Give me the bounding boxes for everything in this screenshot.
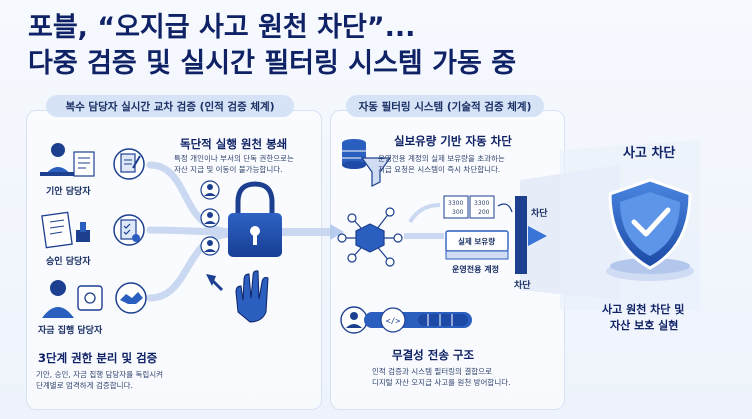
block-label-top: 차단 xyxy=(531,209,548,219)
role-label-drafter: 기안 담당자 xyxy=(46,187,91,197)
filter-header: 실보유량 기반 자동 차단 xyxy=(394,134,512,148)
block-desc-line-1: 특정 개인이나 부서의 단독 권한으로는 xyxy=(174,154,294,163)
accident-block-header: 사고 차단 xyxy=(623,146,676,161)
bottom-header: 3단계 권한 분리 및 검증 xyxy=(38,351,158,365)
bottom-desc-line-2: 단계별로 엄격하게 검증합니다. xyxy=(36,381,133,390)
team-person-icon-1 xyxy=(200,180,220,200)
block-label-bottom: 차단 xyxy=(514,281,531,291)
holding-box xyxy=(445,230,509,260)
bottom-description: 기안, 승인, 자금 집행 담당자를 독립시켜 단계별로 엄격하게 검증합니다. xyxy=(36,369,163,391)
padlock-icon xyxy=(228,181,282,257)
integrity-description: 인적 검증과 시스템 필터링의 결합으로 디지털 자산 오지급 사고를 원천 방… xyxy=(372,366,511,388)
block-header: 독단적 실행 원천 봉쇄 xyxy=(180,137,288,151)
barrier-icon xyxy=(497,196,547,274)
auto-filter-pill: 자동 필터링 시스템 (기술적 검증 체계) xyxy=(346,95,544,117)
network-hub-icon xyxy=(337,207,403,267)
doc-value-1b: 300 xyxy=(452,209,464,216)
doc-value-2a: 3300 xyxy=(474,200,490,207)
doc-value-1a: 3300 xyxy=(448,200,464,207)
team-person-icon-3 xyxy=(200,236,220,256)
human-verification-pill: 복수 담당자 실시간 교차 검증 (인적 검증 체계) xyxy=(46,95,294,117)
svg-text:</>: </> xyxy=(386,317,401,326)
approval-checklist-icon xyxy=(113,214,145,246)
integrity-desc-line-2: 디지털 자산 오지급 사고를 원천 방어합니다. xyxy=(372,378,511,387)
filter-funnel-icon xyxy=(360,157,392,187)
draft-document-icon xyxy=(113,148,145,180)
integrity-pipe-icon: </> xyxy=(340,306,472,334)
handshake-icon xyxy=(115,282,147,314)
filter-desc-line-2: 지급 요청은 시스템이 즉시 차단합니다. xyxy=(378,165,501,174)
holding-label: 실제 보유량 xyxy=(458,237,496,246)
drafter-person-icon xyxy=(40,143,95,177)
request-document-2 xyxy=(469,195,495,219)
title-line-2: 다중 검증 및 실시간 필터링 시스템 가동 중 xyxy=(28,48,517,79)
role-label-approver: 승인 담당자 xyxy=(46,257,91,267)
request-document-1 xyxy=(443,195,469,219)
page-title: 포블, “오지급 사고 원천 차단”... 다중 검증 및 실시간 필터링 시스… xyxy=(28,10,516,82)
integrity-header: 무결성 전송 구조 xyxy=(392,348,475,362)
result-line-2: 자산 보호 실현 xyxy=(610,319,679,332)
database-icon xyxy=(342,139,366,169)
block-desc-line-2: 자산 지급 및 이동이 불가능합니다. xyxy=(174,165,283,174)
filter-description: 운영전용 계정의 실제 보유량을 초과하는 지급 요청은 시스템이 즉시 차단합… xyxy=(378,153,505,175)
team-person-icon-2 xyxy=(200,208,220,228)
executor-person-icon xyxy=(42,280,103,318)
shield-icon xyxy=(606,178,694,281)
bottom-desc-line-1: 기안, 승인, 자금 집행 담당자를 독립시켜 xyxy=(36,370,164,379)
stop-hand-icon xyxy=(206,270,269,323)
account-label: 운영전용 계정 xyxy=(452,265,499,274)
result-line-1: 사고 원천 차단 및 xyxy=(602,303,685,316)
integrity-desc-line-1: 인적 검증과 시스템 필터링의 결합으로 xyxy=(372,367,492,376)
title-line-1: 포블, “오지급 사고 원천 차단”... xyxy=(28,12,416,43)
filter-desc-line-1: 운영전용 계정의 실제 보유량을 초과하는 xyxy=(378,154,505,163)
doc-value-2b: 200 xyxy=(478,209,490,216)
approval-document-icon xyxy=(41,211,90,249)
role-label-executor: 자금 집행 담당자 xyxy=(38,326,103,336)
block-description: 특정 개인이나 부서의 단독 권한으로는 자산 지급 및 이동이 불가능합니다. xyxy=(174,153,294,175)
